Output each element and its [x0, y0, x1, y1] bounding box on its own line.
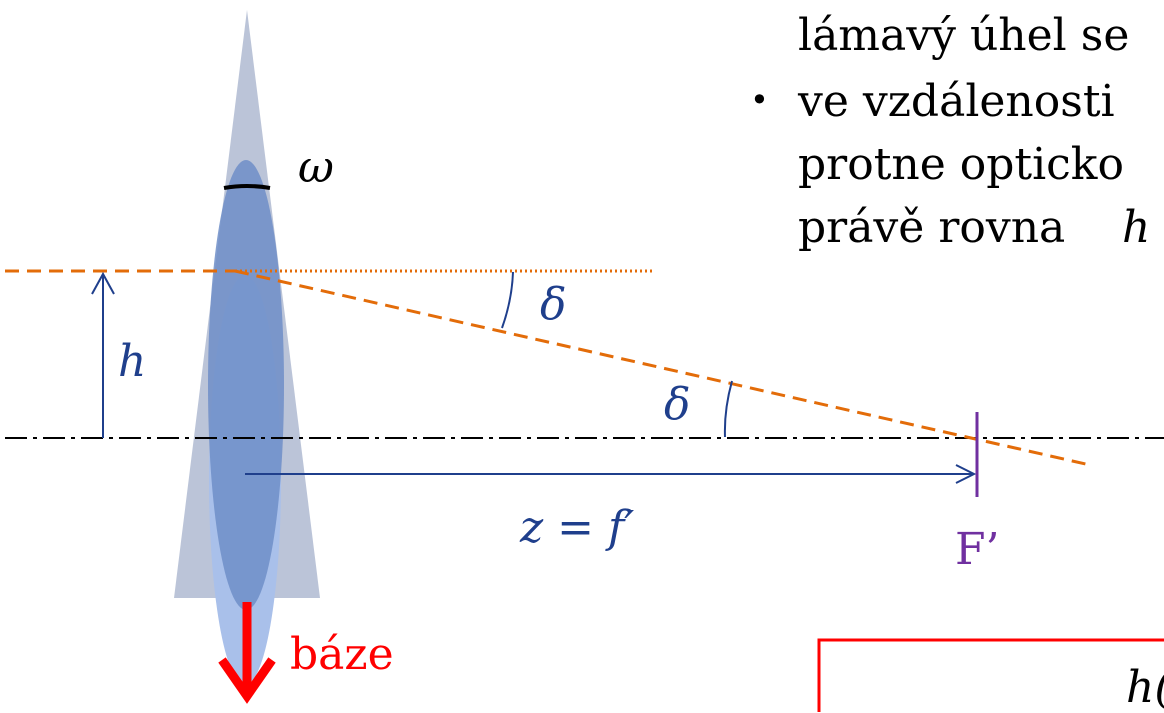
formula-box [817, 638, 1164, 712]
focus-label: F’ [955, 524, 1000, 575]
omega-label: ω [298, 142, 334, 193]
angle-arc-lower [723, 380, 733, 438]
angle-arc-upper [501, 271, 514, 329]
z-equals-f-label: z = f′ [520, 502, 635, 553]
bullet: • [750, 81, 769, 119]
delta-label-upper: δ [540, 279, 567, 330]
base-arrow-head [218, 657, 276, 704]
text-line-3: protne opticko [798, 139, 1124, 190]
h-label: h [118, 336, 147, 387]
formula-box-text: h( [1126, 662, 1164, 713]
h-inline-symbol: h [1122, 202, 1151, 253]
delta-label-lower: δ [664, 379, 691, 430]
omega-marker [223, 184, 271, 190]
refracted-ray [234, 269, 1091, 467]
text-line-4: právě rovna [798, 202, 1066, 253]
base-label: báze [290, 629, 394, 680]
text-line-2: ve vzdálenosti [798, 76, 1115, 127]
text-line-1: lámavý úhel se [798, 10, 1130, 61]
h-arrowhead [91, 271, 115, 295]
lens-ellipse [208, 160, 284, 610]
z-arrowhead [955, 464, 977, 484]
